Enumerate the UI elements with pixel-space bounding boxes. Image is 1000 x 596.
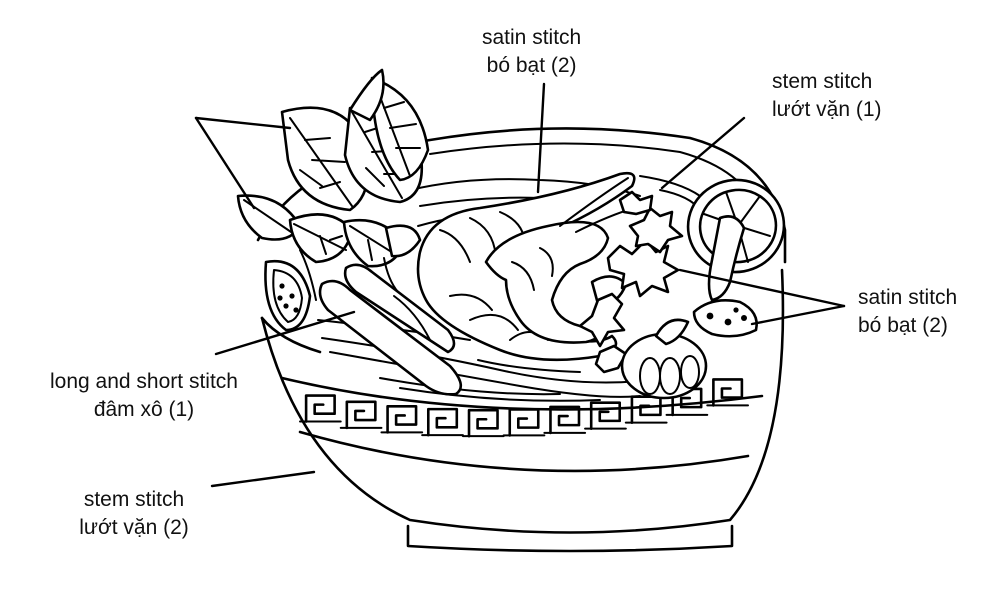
noodle-strand xyxy=(379,377,561,396)
label-long-and-short-stitch: long and short stitch đâm xô (1) xyxy=(30,368,258,424)
basil-leaf xyxy=(370,76,430,182)
noodle-strand xyxy=(399,387,601,402)
chili-seed xyxy=(277,295,283,301)
bowl-foot xyxy=(406,524,734,553)
greek-key-motif xyxy=(304,394,336,423)
greek-key-motif xyxy=(467,408,499,438)
chili-pod xyxy=(692,299,758,338)
noodle-strand xyxy=(329,351,641,398)
scallions xyxy=(318,263,463,396)
leader-satin-right-a xyxy=(678,268,846,308)
cilantro-leaf xyxy=(594,344,628,374)
label-satin-stitch-right: satin stitch bó bạt (2) xyxy=(858,284,957,340)
label-en: stem stitch xyxy=(83,488,185,511)
leader-satin-right-b xyxy=(750,304,846,326)
chili-inner xyxy=(272,269,303,323)
bowl-body xyxy=(260,268,785,534)
label-stem-stitch-top: stem stitch lướt vặn (1) xyxy=(772,68,882,124)
cilantro-leaf xyxy=(578,292,626,348)
leader-stem-top xyxy=(660,116,746,190)
noodle-strand xyxy=(419,196,541,207)
chili-seed xyxy=(289,293,295,299)
label-en: stem stitch xyxy=(772,70,873,93)
label-stem-stitch-bottom: stem stitch lướt vặn (2) xyxy=(58,486,210,542)
label-vi: bó bạt (2) xyxy=(858,314,948,337)
cilantro xyxy=(578,190,684,374)
chili-outline xyxy=(264,259,312,332)
label-en: long and short stitch xyxy=(50,370,238,393)
bowl-rim-left xyxy=(260,316,322,354)
scallion-stalk xyxy=(318,279,463,396)
onion-ring xyxy=(659,357,681,395)
leader-long-short xyxy=(214,310,356,356)
scallion-stalk xyxy=(343,263,456,354)
leader-satin-top xyxy=(536,82,546,194)
noodle-strand xyxy=(477,359,581,373)
greek-key-motif xyxy=(508,408,540,437)
label-en: satin stitch xyxy=(482,26,582,49)
leader-leaf-lower xyxy=(194,116,256,210)
label-vi: bó bạt (2) xyxy=(486,54,577,77)
label-satin-stitch-top: satin stitch bó bạt (2) xyxy=(482,24,581,80)
chili-seed xyxy=(741,315,747,321)
chili-seed xyxy=(724,318,732,326)
leader-leaf-upper xyxy=(194,116,292,130)
basil-leaf xyxy=(384,224,422,258)
shrimp-curl-segments xyxy=(511,247,554,291)
chili-seed xyxy=(293,307,299,313)
chili-seed xyxy=(706,312,714,320)
greek-key-motif xyxy=(712,378,744,407)
chili-seed xyxy=(283,303,289,309)
greek-key-motif xyxy=(345,400,377,430)
leaf-veins xyxy=(289,117,353,207)
shrimp-segments xyxy=(439,211,549,341)
greek-key-motif xyxy=(589,401,622,430)
scallion-line xyxy=(393,295,431,341)
label-vi: lướt vặn (2) xyxy=(79,516,189,539)
onion-tip xyxy=(654,318,690,346)
leaf-veins xyxy=(293,223,347,255)
leaf-veins xyxy=(375,85,421,177)
greek-key-motif xyxy=(426,407,459,437)
leader-lines xyxy=(194,82,846,488)
chili-seed xyxy=(733,307,739,313)
band-bottom-line xyxy=(298,430,750,473)
cilantro-leaf xyxy=(618,190,654,216)
shrimp-antenna xyxy=(559,177,629,227)
leader-stem-bottom xyxy=(210,470,316,488)
greek-key-motif xyxy=(630,395,662,424)
basil-leaf-tip xyxy=(348,68,385,122)
greek-key-motif xyxy=(549,405,581,435)
label-vi: lướt vặn (1) xyxy=(772,98,882,121)
label-vi: đâm xô (1) xyxy=(93,398,195,421)
chili-seed xyxy=(279,283,285,289)
greek-key-band xyxy=(299,378,749,438)
onion xyxy=(620,318,708,400)
noodle-strand xyxy=(639,175,701,197)
chili-slice xyxy=(264,259,312,332)
lime-flesh xyxy=(698,188,778,264)
onion-ring xyxy=(680,355,700,389)
greek-key-motif xyxy=(386,405,418,434)
label-en: satin stitch xyxy=(858,286,958,309)
